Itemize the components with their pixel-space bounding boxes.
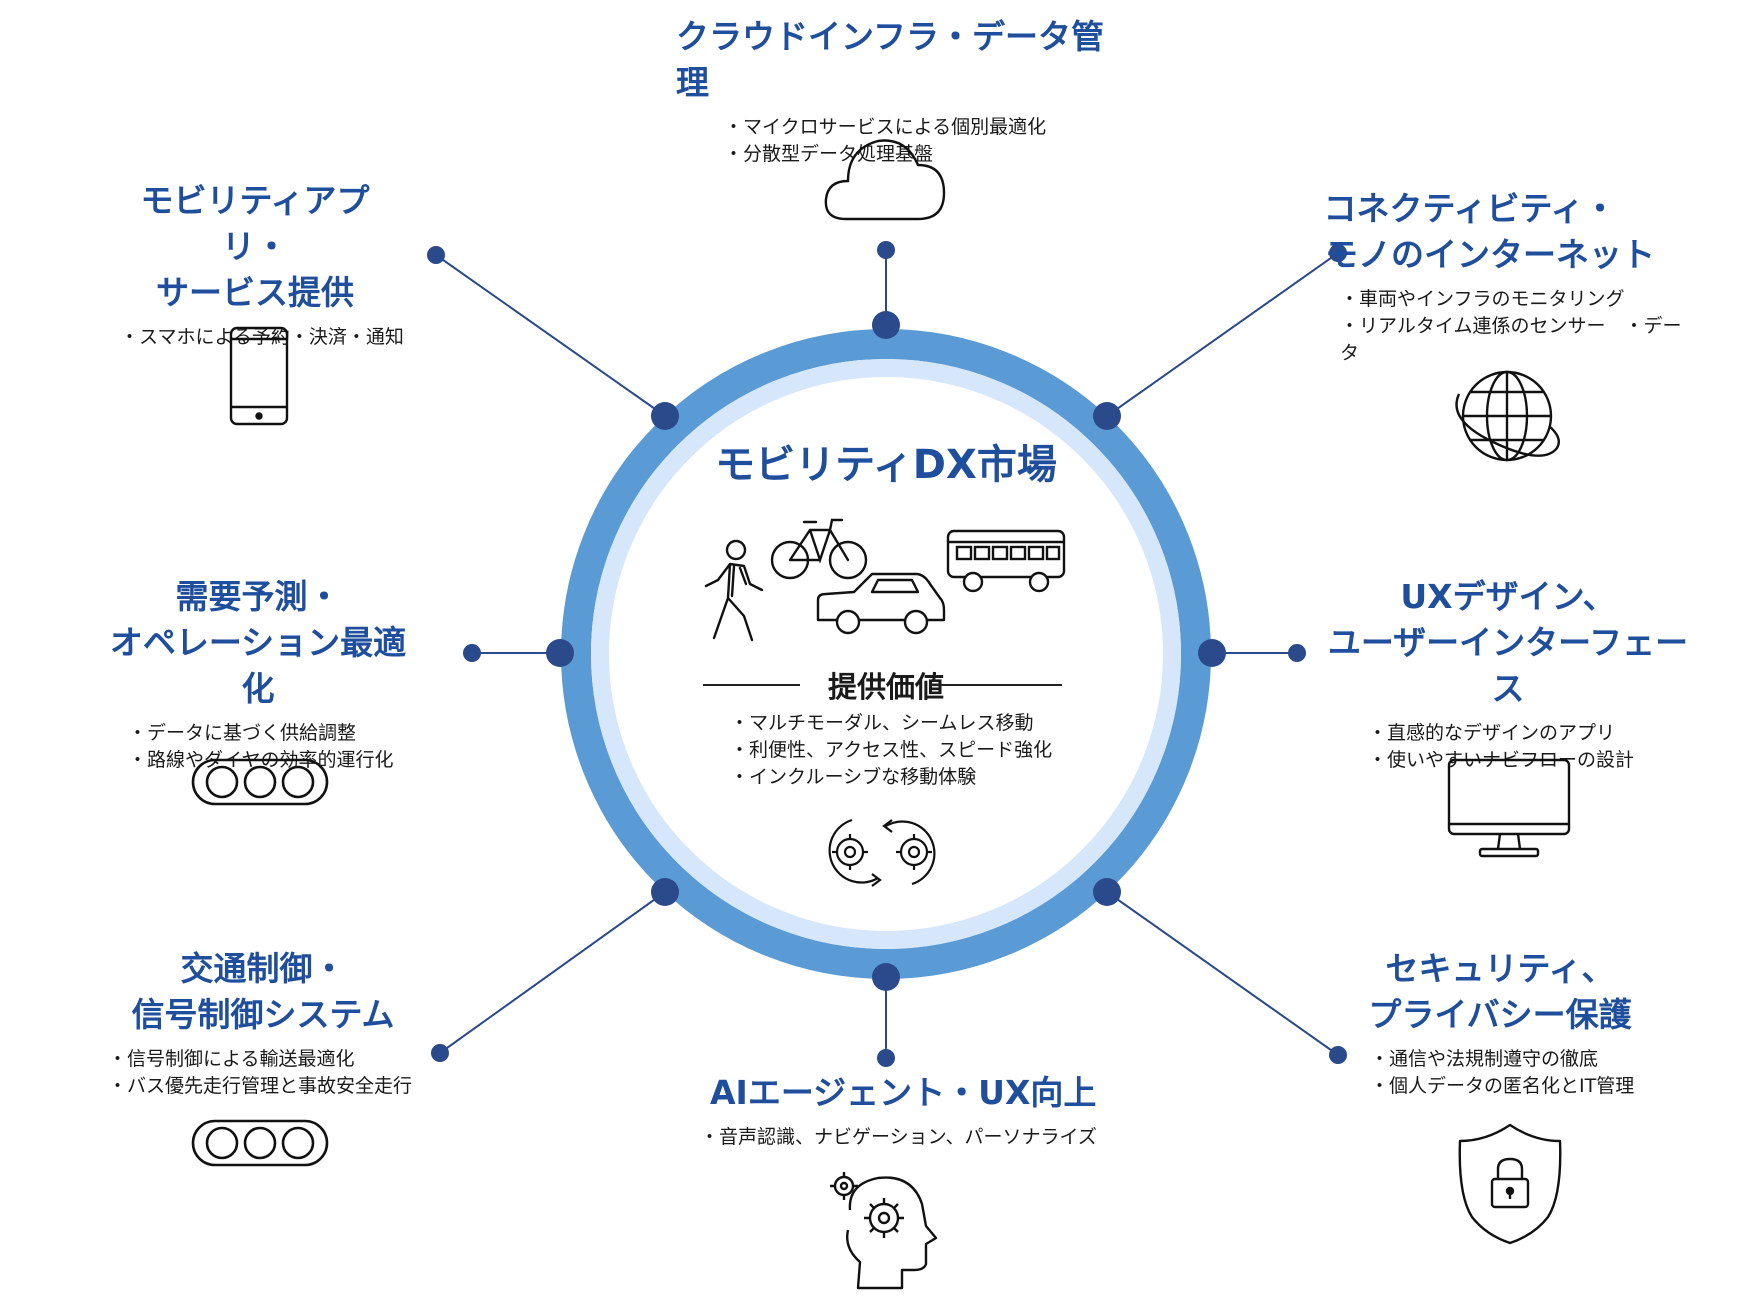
node-ai: AIエージェント・UX向上 音声認識、ナビゲーション、パーソナライズ <box>700 1070 1120 1151</box>
node-bullet: リアルタイム連係のセンサー ・データ <box>1340 313 1700 367</box>
node-bullet: 信号制御による輸送最適化 <box>108 1046 468 1073</box>
car-icon <box>816 572 946 635</box>
connector-top-left <box>435 254 666 417</box>
node-title-line: モビリティアプリ・ <box>140 181 370 266</box>
node-bullet: 通信や法規制遵守の徹底 <box>1370 1046 1710 1073</box>
end-dot-bottom-right <box>1329 1046 1347 1064</box>
node-title-line: コネクティビティ・ <box>1323 189 1617 228</box>
node-bullets: マイクロサービスによる個別最適化 分散型データ処理基盤 <box>724 114 1116 168</box>
node-bullet: データに基づく供給調整 <box>128 720 478 747</box>
value-bullets: マルチモーダル、シームレス移動 利便性、アクセス性、スピード強化 インクルーシブ… <box>730 710 1090 791</box>
globe-icon <box>1455 370 1560 462</box>
node-traffic: 交通制御・ 信号制御システム 信号制御による輸送最適化 バス優先走行管理と事故安… <box>108 946 468 1100</box>
ring-inner <box>591 359 1181 949</box>
node-bullet: 直感的なデザインのアプリ <box>1368 720 1718 747</box>
ring-dot-top <box>872 311 900 339</box>
node-bullet: マイクロサービスによる個別最適化 <box>724 114 1116 141</box>
node-title-line: セキュリティ、 <box>1385 949 1615 988</box>
end-dot-bottom <box>877 1049 895 1067</box>
node-title-line: オペレーション最適化 <box>109 623 407 708</box>
value-rule-left <box>703 684 800 686</box>
node-title-line: サービス提供 <box>156 273 354 312</box>
connector-bottom-right <box>1106 891 1339 1056</box>
ring-dot-bottom-left <box>651 878 679 906</box>
node-title-line: ユーザーインターフェース <box>1327 623 1689 708</box>
node-title-line: 信号制御システム <box>131 995 395 1034</box>
connector-bottom-left <box>439 891 666 1054</box>
traffic-light-icon <box>191 1119 329 1167</box>
ring-dot-right <box>1198 639 1226 667</box>
value-rule-right <box>930 684 1062 686</box>
bicycle-icon <box>770 518 868 580</box>
smartphone-icon <box>229 326 289 426</box>
end-dot-left <box>463 644 481 662</box>
value-bullet: インクルーシブな移動体験 <box>730 764 1090 791</box>
brain-gear-icon <box>830 1172 938 1290</box>
node-bullets: 音声認識、ナビゲーション、パーソナライズ <box>700 1124 1120 1151</box>
node-title-line: UXデザイン、 <box>1400 577 1616 616</box>
value-bullet: 利便性、アクセス性、スピード強化 <box>730 737 1090 764</box>
node-security: セキュリティ、 プライバシー保護 通信や法規制遵守の徹底 個人データの匿名化とI… <box>1350 946 1710 1100</box>
ring-dot-bottom <box>872 963 900 991</box>
end-dot-top-left <box>427 246 445 264</box>
node-demand: 需要予測・ オペレーション最適化 データに基づく供給調整 路線やダイヤの効率的運… <box>98 574 478 774</box>
end-dot-top <box>877 241 895 259</box>
node-bullet: 車両やインフラのモニタリング <box>1340 286 1700 313</box>
ring-dot-bottom-right <box>1093 878 1121 906</box>
node-title: AIエージェント・UX向上 <box>710 1073 1097 1112</box>
node-bullet: 分散型データ処理基盤 <box>724 141 1116 168</box>
shield-lock-icon <box>1458 1123 1562 1245</box>
node-bullet: スマホによる予約・決済・通知 <box>120 324 460 351</box>
ring-dot-top-left <box>651 402 679 430</box>
node-bullet: 個人データの匿名化とIT管理 <box>1370 1073 1710 1100</box>
value-title: 提供価値 <box>827 670 944 704</box>
node-title: クラウドインフラ・データ管理 <box>676 17 1105 102</box>
cloud-icon <box>824 139 946 221</box>
node-bullet: バス優先走行管理と事故安全走行 <box>108 1073 468 1100</box>
end-dot-top-right <box>1329 244 1347 262</box>
monitor-icon <box>1447 758 1571 858</box>
ring-dot-left <box>546 639 574 667</box>
node-title-line: 交通制御・ <box>180 949 346 988</box>
node-ux: UXデザイン、 ユーザーインターフェース 直感的なデザインのアプリ 使いやすいナ… <box>1318 574 1718 774</box>
node-title-line: 需要予測・ <box>175 577 341 616</box>
ring-dot-top-right <box>1093 402 1121 430</box>
node-title-line: プライバシー保護 <box>1368 995 1632 1034</box>
node-bullets: 信号制御による輸送最適化 バス優先走行管理と事故安全走行 <box>108 1046 468 1100</box>
center-title: モビリティDX市場 <box>715 442 1057 488</box>
bus-icon <box>946 529 1066 593</box>
node-bullets: スマホによる予約・決済・通知 <box>120 324 460 351</box>
traffic-light-icon <box>191 758 329 806</box>
node-title-line: モノのインターネット <box>1325 235 1655 274</box>
node-bullets: 車両やインフラのモニタリング リアルタイム連係のセンサー ・データ <box>1340 286 1700 367</box>
connector-top-right <box>1106 252 1339 417</box>
node-cloud: クラウドインフラ・データ管理 マイクロサービスによる個別最適化 分散型データ処理… <box>676 14 1116 168</box>
end-dot-right <box>1288 644 1306 662</box>
value-bullet: マルチモーダル、シームレス移動 <box>730 710 1090 737</box>
pedestrian-icon <box>704 539 764 642</box>
node-bullet: 音声認識、ナビゲーション、パーソナライズ <box>700 1124 1120 1151</box>
gears-cycle-icon <box>828 818 936 887</box>
node-mobility-app: モビリティアプリ・ サービス提供 スマホによる予約・決済・通知 <box>120 178 460 351</box>
node-connectivity: コネクティビティ・ モノのインターネット 車両やインフラのモニタリング リアルタ… <box>1323 186 1700 367</box>
node-bullets: 通信や法規制遵守の徹底 個人データの匿名化とIT管理 <box>1370 1046 1710 1100</box>
